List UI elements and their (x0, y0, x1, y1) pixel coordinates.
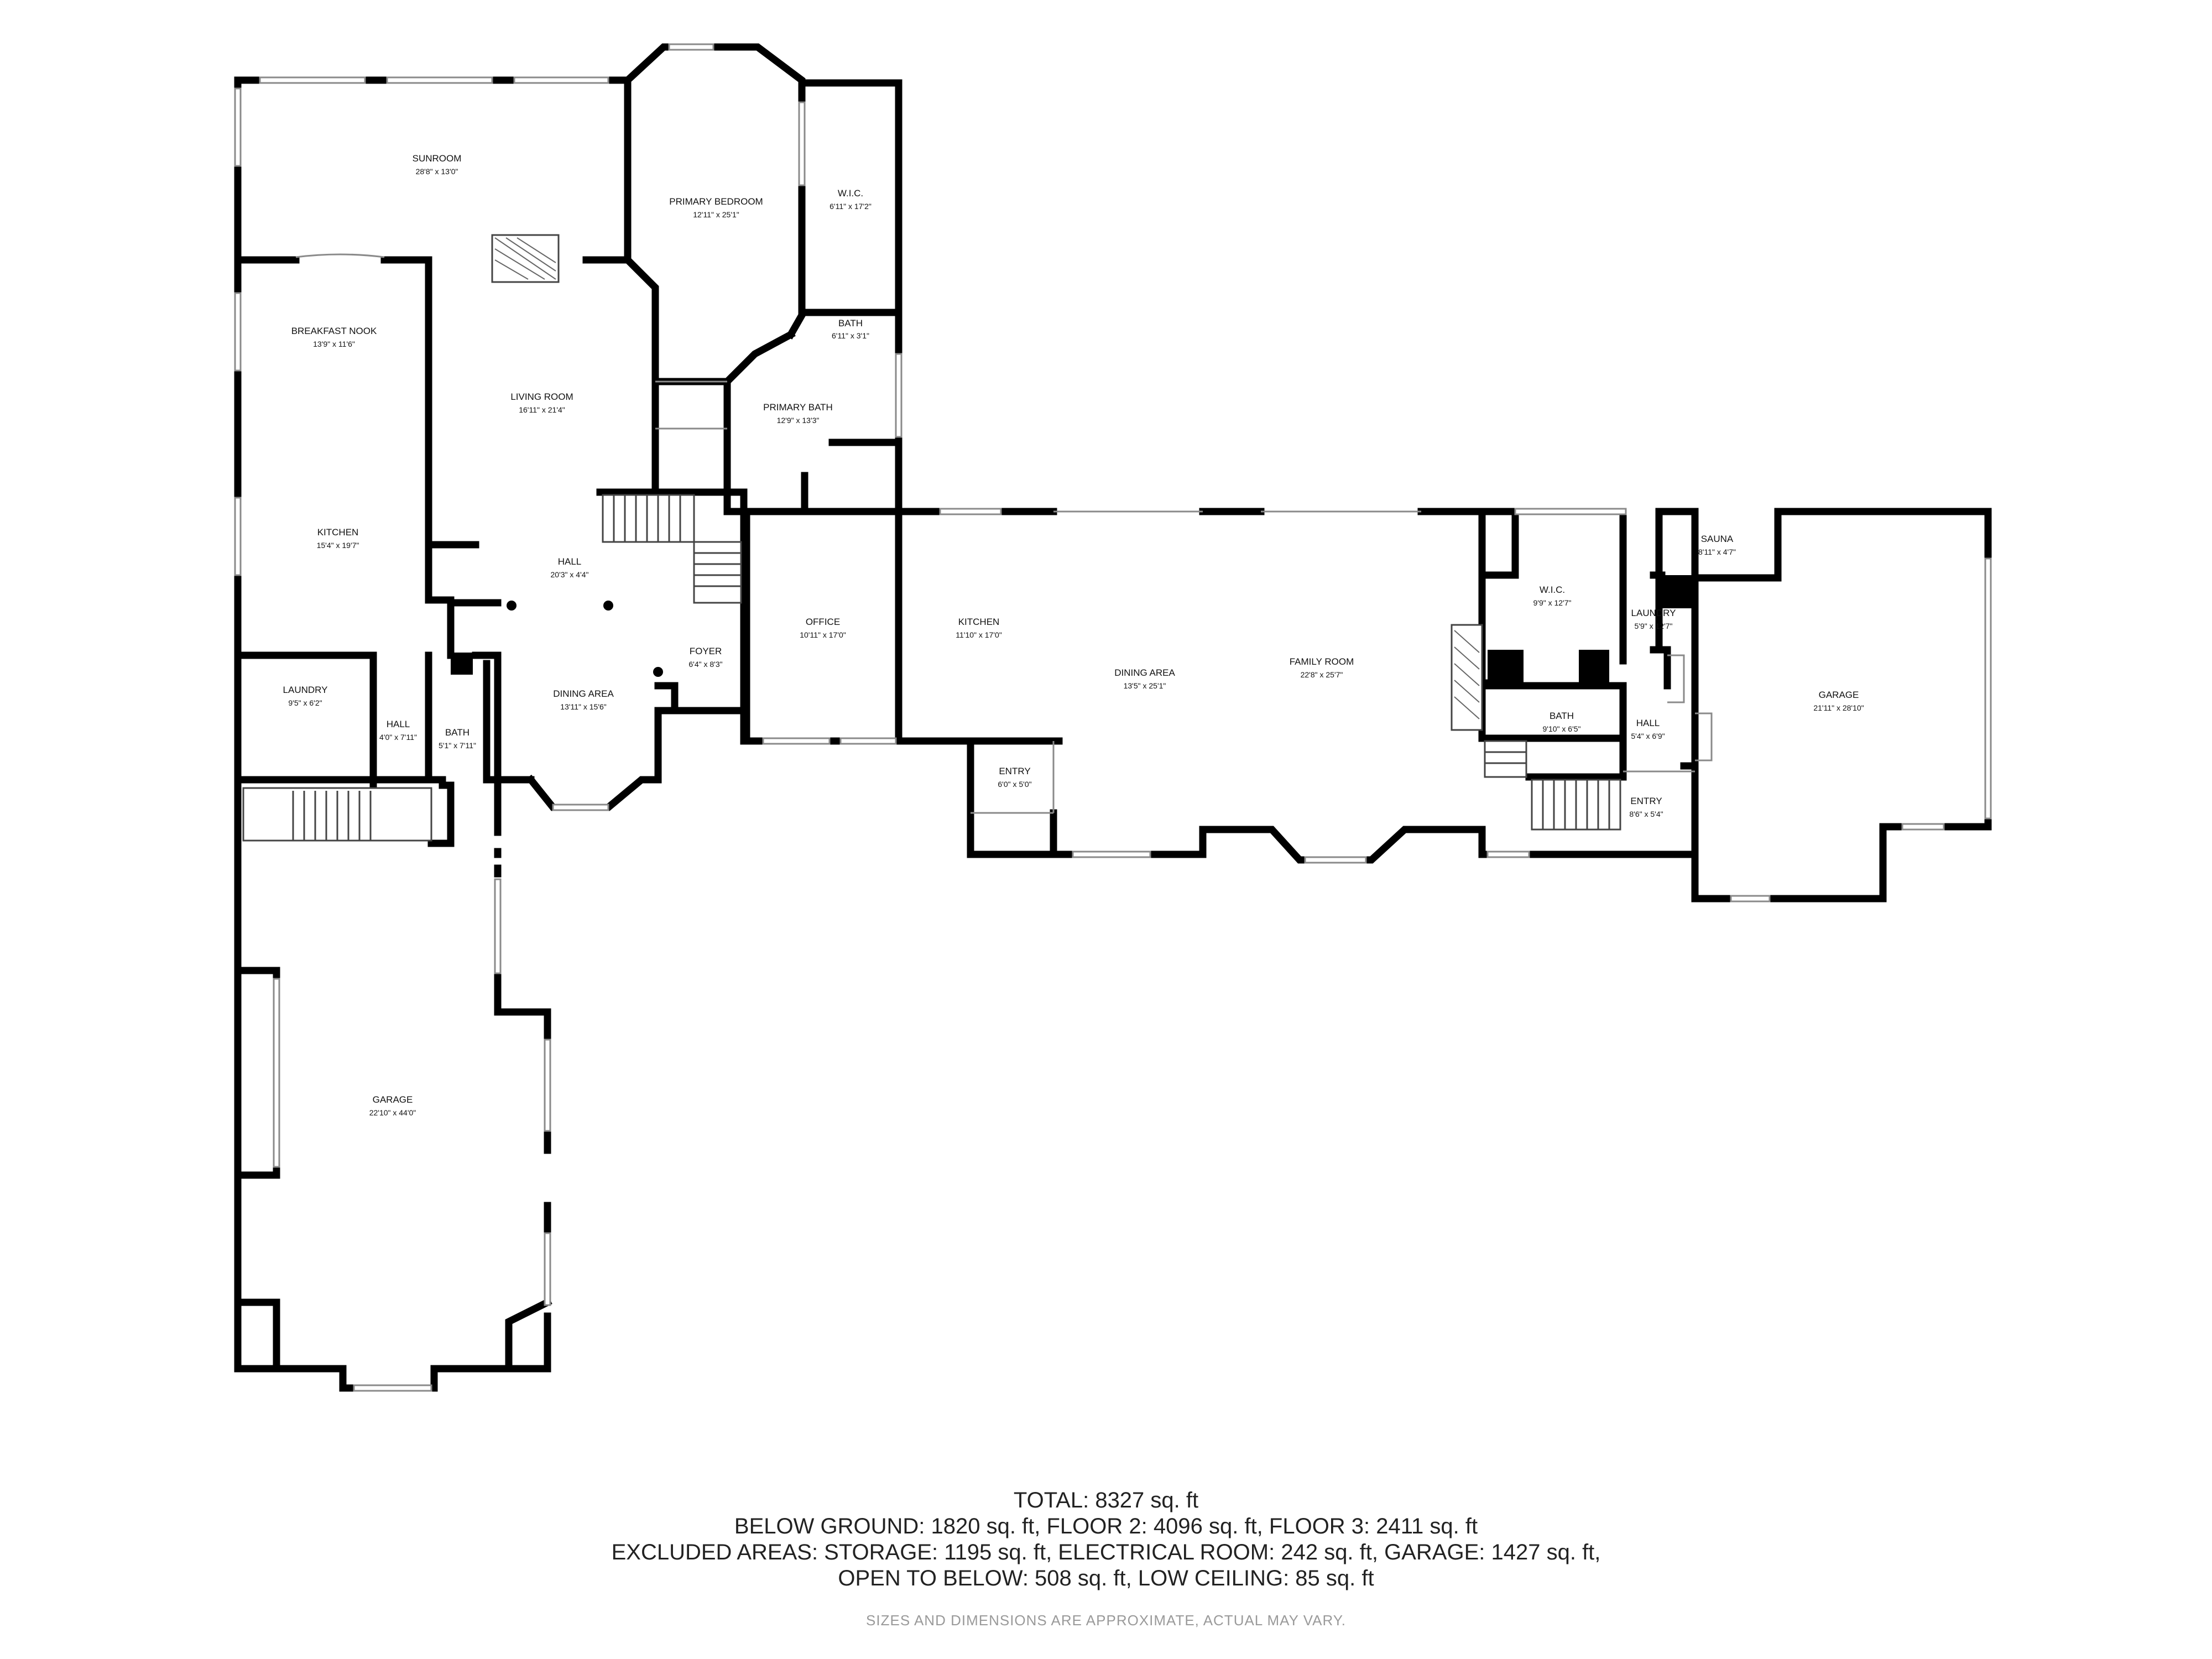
room-dims: 28'8" x 13'0" (416, 167, 458, 176)
room-office: OFFICE 10'11" x 17'0" (800, 617, 846, 639)
room-bath-small: BATH 5'1" x 7'11" (439, 727, 476, 750)
room-dims: 13'11" x 15'6" (560, 702, 607, 711)
room-dims: 6'11" x 17'2" (830, 202, 872, 211)
left-wing-walls (234, 43, 902, 1392)
room-name: BATH (1550, 711, 1574, 721)
room-name: LAUNDRY (1631, 608, 1676, 618)
room-dims: 21'11" x 28'10" (1813, 703, 1864, 712)
room-entry-right: ENTRY 8'6" x 5'4" (1629, 796, 1663, 818)
room-dining-area-mid: DINING AREA 13'5" x 25'1" (1114, 667, 1175, 690)
room-garage-left: GARAGE 22'10" x 44'0" (369, 1094, 416, 1117)
room-kitchen-left: KITCHEN 15'4" x 19'7" (317, 527, 359, 550)
room-garage-right: GARAGE 21'11" x 28'10" (1813, 690, 1864, 712)
room-dims: 15'4" x 19'7" (317, 541, 359, 550)
room-name: KITCHEN (317, 527, 359, 538)
room-name: BREAKFAST NOOK (291, 326, 377, 336)
room-name: W.I.C. (1540, 585, 1565, 595)
room-primary-bath: PRIMARY BATH 12'9" x 13'3" (763, 402, 833, 425)
room-name: ENTRY (999, 766, 1030, 776)
room-bath-upper: BATH 6'11" x 3'1" (832, 318, 869, 340)
room-dims: 5'9" x 12'7" (1635, 622, 1673, 630)
room-dims: 11'10" x 17'0" (956, 630, 1002, 639)
room-dims: 6'0" x 5'0" (998, 780, 1031, 789)
windows (234, 43, 1992, 1392)
room-dims: 12'11" x 25'1" (693, 210, 739, 219)
room-bath-right: BATH 9'10" x 6'5" (1543, 711, 1581, 733)
room-hall-right: HALL 5'4" x 6'9" (1631, 718, 1665, 740)
room-name: SAUNA (1701, 534, 1734, 544)
room-dims: 6'11" x 3'1" (832, 331, 869, 340)
room-name: DINING AREA (1114, 667, 1175, 678)
room-name: GARAGE (1819, 690, 1859, 700)
room-dims: 9'5" x 6'2" (288, 698, 322, 707)
room-sauna: SAUNA 8'11" x 4'7" (1698, 534, 1736, 556)
room-name: ENTRY (1630, 796, 1662, 806)
room-dims: 13'9" x 11'6" (313, 340, 355, 348)
room-breakfast-nook: BREAKFAST NOOK 13'9" x 11'6" (291, 326, 377, 348)
room-dims: 10'11" x 17'0" (800, 630, 846, 639)
room-name: HALL (1636, 718, 1660, 728)
room-laundry-left: LAUNDRY 9'5" x 6'2" (283, 685, 328, 707)
room-dims: 5'1" x 7'11" (439, 741, 476, 750)
room-dims: 8'11" x 4'7" (1698, 547, 1736, 556)
fireplaces (451, 234, 1692, 731)
room-name: HALL (558, 556, 582, 567)
room-dining-area-left: DINING AREA 13'11" x 15'6" (553, 688, 614, 711)
room-kitchen-mid: KITCHEN 11'10" x 17'0" (956, 617, 1002, 639)
excluded-areas: EXCLUDED AREAS: STORAGE: 1195 sq. ft, EL… (611, 1540, 1601, 1564)
room-name: W.I.C. (838, 188, 863, 199)
room-name: HALL (387, 719, 410, 729)
room-dims: 16'11" x 21'4" (519, 405, 565, 414)
room-dims: 20'3" x 4'4" (551, 570, 589, 579)
room-name: PRIMARY BEDROOM (669, 196, 763, 207)
room-name: SUNROOM (413, 153, 462, 164)
room-dims: 22'10" x 44'0" (369, 1108, 416, 1117)
stairs (242, 494, 1621, 842)
room-name: FOYER (690, 646, 722, 656)
room-name: KITCHEN (958, 617, 1000, 627)
room-name: OFFICE (806, 617, 840, 627)
room-dims: 6'4" x 8'3" (688, 660, 722, 669)
room-dims: 22'8" x 25'7" (1301, 670, 1343, 679)
room-dims: 5'4" x 6'9" (1631, 732, 1665, 740)
room-primary-bedroom: PRIMARY BEDROOM 12'11" x 25'1" (669, 196, 763, 219)
room-dims: 8'6" x 5'4" (1629, 810, 1663, 818)
room-name: BATH (445, 727, 469, 738)
room-name: BATH (838, 318, 863, 328)
room-name: LIVING ROOM (510, 392, 573, 402)
room-dims: 9'9" x 12'7" (1533, 598, 1572, 607)
room-entry-mid: ENTRY 6'0" x 5'0" (998, 766, 1031, 789)
floor-areas: BELOW GROUND: 1820 sq. ft, FLOOR 2: 4096… (734, 1514, 1478, 1538)
room-wic-right: W.I.C. 9'9" x 12'7" (1533, 585, 1572, 607)
open-to-below: OPEN TO BELOW: 508 sq. ft, LOW CEILING: … (838, 1566, 1374, 1590)
room-dims: 4'0" x 7'11" (379, 733, 417, 742)
right-wing-walls (1478, 508, 1992, 902)
room-name: GARAGE (373, 1094, 413, 1105)
total-area: TOTAL: 8327 sq. ft (1013, 1488, 1199, 1512)
room-foyer: FOYER 6'4" x 8'3" (688, 646, 722, 669)
room-sunroom: SUNROOM 28'8" x 13'0" (413, 153, 462, 176)
openings (295, 253, 1713, 814)
room-living-room: LIVING ROOM 16'11" x 21'4" (510, 392, 573, 414)
room-family-room: FAMILY ROOM 22'8" x 25'7" (1290, 656, 1354, 679)
room-name: PRIMARY BATH (763, 402, 833, 413)
room-name: DINING AREA (553, 688, 614, 699)
room-name: LAUNDRY (283, 685, 328, 695)
disclaimer: SIZES AND DIMENSIONS ARE APPROXIMATE, AC… (866, 1612, 1346, 1629)
room-hall-small: HALL 4'0" x 7'11" (379, 719, 417, 742)
room-dims: 13'5" x 25'1" (1124, 681, 1166, 690)
room-name: FAMILY ROOM (1290, 656, 1354, 667)
room-wic-upper: W.I.C. 6'11" x 17'2" (830, 188, 872, 211)
room-dims: 12'9" x 13'3" (777, 416, 820, 425)
room-dims: 9'10" x 6'5" (1543, 724, 1581, 733)
room-laundry-right: LAUNDRY 5'9" x 12'7" (1631, 608, 1676, 630)
room-hall-center: HALL 20'3" x 4'4" (551, 556, 589, 579)
